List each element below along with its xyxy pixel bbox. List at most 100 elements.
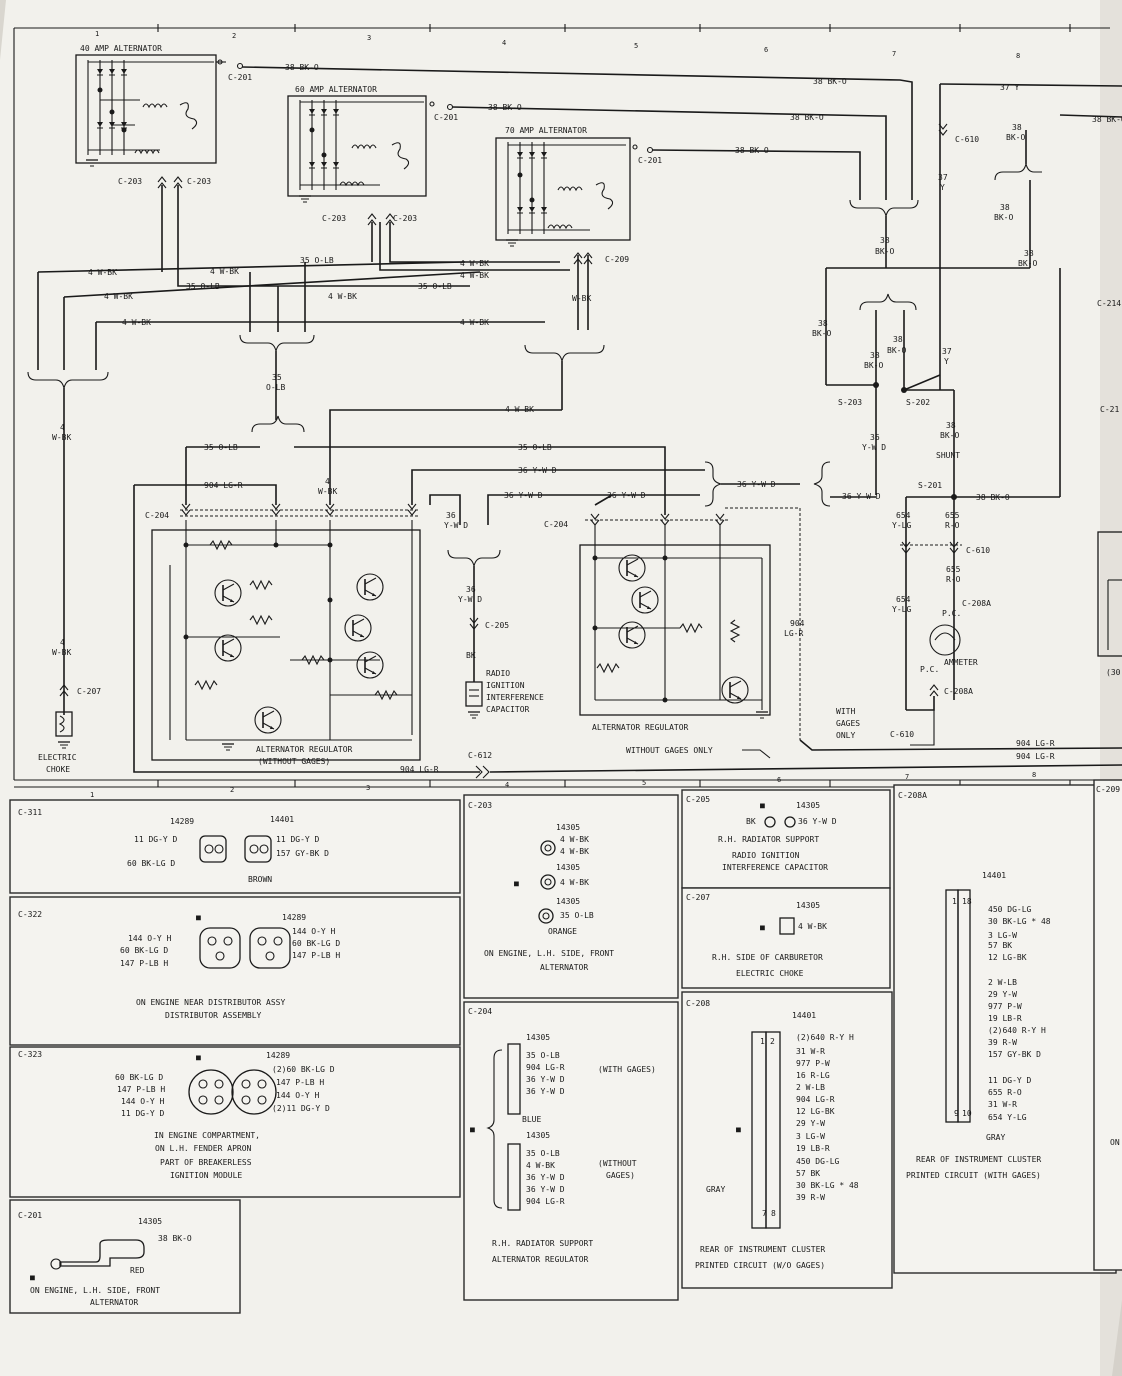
c204-wb-2: 36 Y-W D <box>526 1173 565 1182</box>
c323-wr-3: (2)11 DG-Y D <box>272 1104 330 1113</box>
w38-f-col: BK-O <box>1018 259 1037 268</box>
c207-wire: 4 W-BK <box>798 922 827 931</box>
w36-s203-num: 36 <box>870 433 880 442</box>
right-edge-fragment: C-214 C-21 (30 <box>1097 299 1122 677</box>
w4-b: 4 W-BK <box>210 267 239 276</box>
c201-color: RED <box>130 1266 145 1275</box>
c203-wire-0: 4 W-BK <box>560 835 589 844</box>
c322-wl-2: 147 P-LB H <box>120 959 168 968</box>
regulator-with-gages: C-204 ALTERNATOR REGULATOR <box>544 513 771 732</box>
w37-num: 37 <box>938 173 948 182</box>
s202: S-202 <box>906 398 930 407</box>
c203-part-1: 14305 <box>556 863 580 872</box>
c323-part: 14289 <box>266 1051 290 1060</box>
w35-c: 35 O-LB <box>418 282 452 291</box>
main-wiring: 38 BK-O 38 BK-O 37 Y 38 BK-O 38 BK-O 38 … <box>27 66 1122 779</box>
c204-wb-1: 4 W-BK <box>526 1161 555 1170</box>
c208a-w-0: 450 DG-LG <box>988 905 1032 914</box>
c203-part-2: 14305 <box>556 897 580 906</box>
c208a-color: GRAY <box>986 1133 1005 1142</box>
c21-edge: C-21 <box>1100 405 1119 414</box>
c204-note-b-0: (WITHOUT <box>598 1159 637 1168</box>
w37y: 37 Y <box>1000 83 1019 92</box>
c208-pin-8: 8 <box>771 1209 776 1218</box>
shunt: SHUNT <box>936 451 960 460</box>
c311-id: C-311 <box>18 808 42 817</box>
c208-cap-0: REAR OF INSTRUMENT CLUSTER <box>700 1245 825 1254</box>
col-6-bottom: 6 <box>777 776 781 784</box>
w904-a: 904 LG-R <box>204 481 243 490</box>
c311-part-b: 14401 <box>270 815 294 824</box>
pc-b: P.C. <box>920 665 939 674</box>
w4-j-num: 4 <box>325 477 330 486</box>
cap-label-4: CAPACITOR <box>486 705 530 714</box>
c208a-cap-1: PRINTED CIRCUIT (WITH GAGES) <box>906 1171 1041 1180</box>
c208a-w-7: 977 P-W <box>988 1002 1022 1011</box>
c323-id: C-323 <box>18 1050 42 1059</box>
c322-cap-0: ON ENGINE NEAR DISTRIBUTOR ASSY <box>136 998 285 1007</box>
cap-label-1: RADIO <box>486 669 510 678</box>
reg1-label-2: (WITHOUT GAGES) <box>258 757 330 766</box>
c208a-w-8: 19 LB-R <box>988 1014 1022 1023</box>
reg1-label-1: ALTERNATOR REGULATOR <box>256 745 353 754</box>
c204-wb-4: 904 LG-R <box>526 1197 565 1206</box>
c208-w-9: 19 LB-R <box>796 1144 830 1153</box>
reg2-label: ALTERNATOR REGULATOR <box>592 723 689 732</box>
w38-k: 38 BK-O <box>976 493 1010 502</box>
panel-c204: C-204 14305 35 O-LB 904 LG-R 36 Y-W D 36… <box>463 1001 679 1301</box>
panel-c201: C-201 14305 38 BK-O RED ■ ON ENGINE, L.H… <box>9 1199 241 1314</box>
c322-part: 14289 <box>282 913 306 922</box>
c205-part: 14305 <box>796 801 820 810</box>
w35-f: 35 O-LB <box>518 443 552 452</box>
c205-wl: BK <box>746 817 756 826</box>
alt40-c201: C-201 <box>228 73 252 82</box>
w655-col: R-O <box>945 521 960 530</box>
panel-c207: C-207 14305 ■ 4 W-BK R.H. SIDE OF CARBUR… <box>681 887 891 989</box>
c204-star: ■ <box>470 1125 475 1134</box>
c311-wr-1: 157 GY-BK D <box>276 849 329 858</box>
c208-id: C-208 <box>686 999 710 1008</box>
c208-w-0: (2)640 R-Y H <box>796 1033 854 1042</box>
c311-wl-0: 11 DG-Y D <box>134 835 178 844</box>
c208a-w-15: 654 Y-LG <box>988 1113 1027 1122</box>
c208-w-1: 31 W-R <box>796 1047 825 1056</box>
c203-color: ORANGE <box>548 927 577 936</box>
c208a-pin-18: 18 <box>962 897 972 906</box>
w38-h-col: BK-O <box>887 346 906 355</box>
choke-label-2: CHOKE <box>46 765 70 774</box>
c323-wl-2: 144 O-Y H <box>121 1097 165 1106</box>
c208a-w-3: 57 BK <box>988 941 1012 950</box>
c204-right: C-204 <box>544 520 568 529</box>
c204-part-b: 14305 <box>526 1131 550 1140</box>
w38-b: 38 BK-O <box>790 113 824 122</box>
c208a-w-2: 3 LG-W <box>988 931 1017 940</box>
panel-c209-edge: C-209 ON <box>1093 779 1122 1271</box>
c208a-w-5: 2 W-LB <box>988 978 1017 987</box>
choke-label-1: ELECTRIC <box>38 753 77 762</box>
w38-e-col: BK-O <box>994 213 1013 222</box>
w4-i: 4 W-BK <box>505 405 534 414</box>
c311-part-a: 14289 <box>170 817 194 826</box>
s203: S-203 <box>838 398 862 407</box>
w4-k-col: W-BK <box>52 433 71 442</box>
w38-edge: 38 BK-O <box>1092 115 1122 124</box>
alt60-c201: C-201 <box>434 113 458 122</box>
w4-l-col: W-BK <box>52 648 71 657</box>
c322-id: C-322 <box>18 910 42 919</box>
w4-h: 4 W-BK <box>460 318 489 327</box>
c323-cap-2: PART OF BREAKERLESS <box>160 1158 252 1167</box>
c208a-w-9: (2)640 R-Y H <box>988 1026 1046 1035</box>
c207-part: 14305 <box>796 901 820 910</box>
w4-l-num: 4 <box>60 638 65 647</box>
col-1-bottom: 1 <box>90 791 94 799</box>
c323-wr-1: 147 P-LB H <box>276 1078 324 1087</box>
pc-a: P.C. <box>942 609 961 618</box>
c208a-pin-9: 9 <box>954 1109 959 1118</box>
w38-j-num: 38 <box>946 421 956 430</box>
c323-wl-1: 147 P-LB H <box>117 1085 165 1094</box>
w4-f: 4 W-BK <box>328 292 357 301</box>
c201-cap-0: ON ENGINE, L.H. SIDE, FRONT <box>30 1286 160 1295</box>
c208a-part: 14401 <box>982 871 1006 880</box>
c208-w-8: 3 LG-W <box>796 1132 825 1141</box>
c208a-w-6: 29 Y-W <box>988 990 1017 999</box>
